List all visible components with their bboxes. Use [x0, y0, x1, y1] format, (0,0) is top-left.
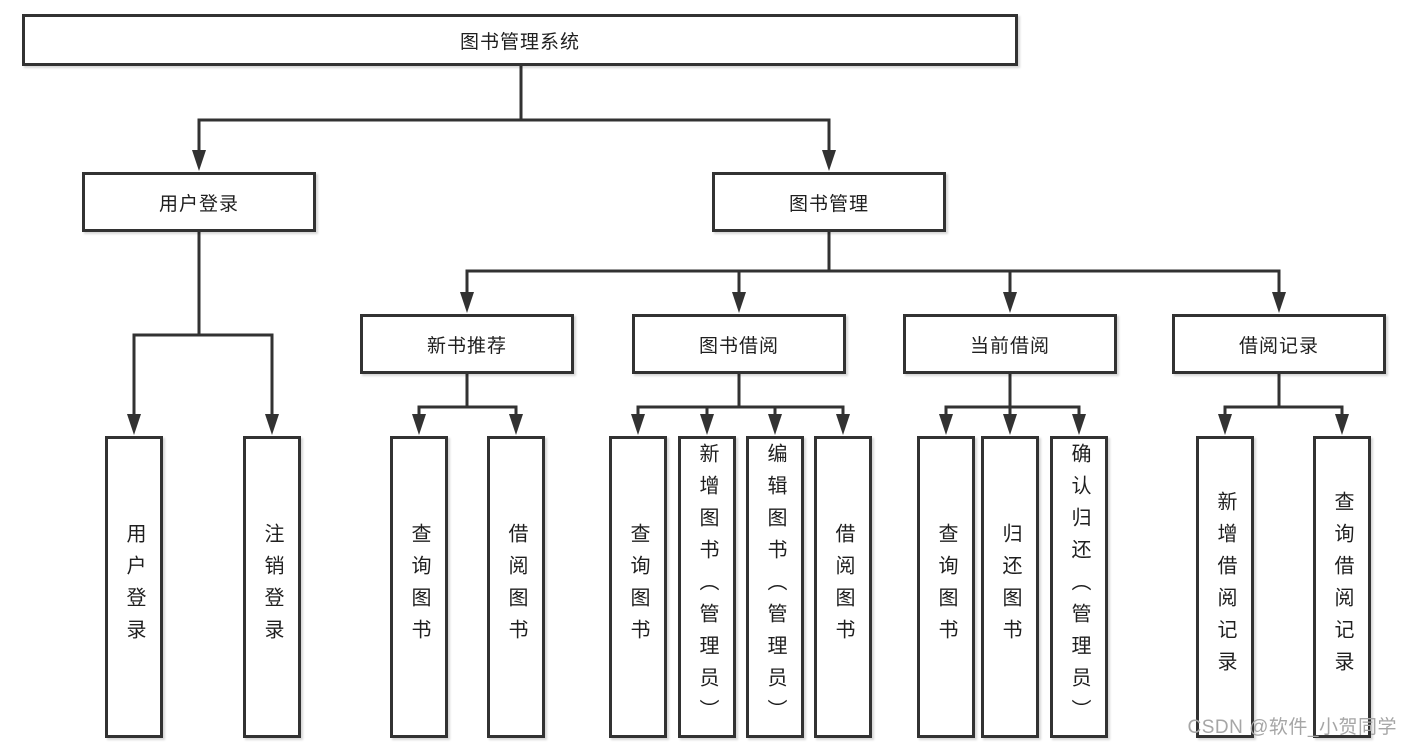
node-current-borrow: 当前借阅 — [903, 314, 1117, 374]
leaf-label: 新增借阅记录 — [1214, 491, 1236, 683]
leaf-query-book-2: 查询图书 — [609, 436, 667, 738]
leaf-label: 用户登录 — [123, 523, 145, 651]
leaf-borrow-book-1: 借阅图书 — [487, 436, 545, 738]
leaf-label: 新增图书（管理员） — [696, 443, 718, 731]
leaf-label: 查询图书 — [935, 523, 957, 651]
node-book-mgmt: 图书管理 — [712, 172, 946, 232]
leaf-edit-book-admin: 编辑图书（管理员） — [746, 436, 804, 738]
watermark: CSDN @软件_小贺同学 — [1187, 717, 1397, 738]
connector-new-rec-group — [412, 372, 523, 435]
leaf-return-book: 归还图书 — [981, 436, 1039, 738]
leaf-label: 归还图书 — [999, 523, 1021, 651]
node-new-book-rec: 新书推荐 — [360, 314, 574, 374]
connector-book-mgmt-group — [460, 230, 1286, 313]
leaf-query-borrow-record: 查询借阅记录 — [1313, 436, 1371, 738]
connector-user-login-group — [127, 230, 279, 435]
leaf-label: 借阅图书 — [505, 523, 527, 651]
leaf-query-book-1: 查询图书 — [390, 436, 448, 738]
node-borrow-records: 借阅记录 — [1172, 314, 1386, 374]
leaf-add-borrow-record: 新增借阅记录 — [1196, 436, 1254, 738]
node-book-borrow: 图书借阅 — [632, 314, 846, 374]
connector-book-borrow-group — [631, 372, 850, 435]
leaf-label: 确认归还（管理员） — [1068, 443, 1090, 731]
leaf-label: 编辑图书（管理员） — [764, 443, 786, 731]
leaf-label: 查询借阅记录 — [1331, 491, 1353, 683]
node-root: 图书管理系统 — [22, 14, 1018, 66]
leaf-query-book-3: 查询图书 — [917, 436, 975, 738]
leaf-label: 注销登录 — [261, 523, 283, 651]
leaf-borrow-book-2: 借阅图书 — [814, 436, 872, 738]
connector-root-to-level2 — [192, 64, 836, 171]
leaf-user-login: 用户登录 — [105, 436, 163, 738]
leaf-confirm-return-admin: 确认归还（管理员） — [1050, 436, 1108, 738]
connector-borrow-records-group — [1218, 372, 1349, 435]
leaf-add-book-admin: 新增图书（管理员） — [678, 436, 736, 738]
leaf-label: 查询图书 — [627, 523, 649, 651]
leaf-label: 查询图书 — [408, 523, 430, 651]
leaf-label: 借阅图书 — [832, 523, 854, 651]
leaf-logout: 注销登录 — [243, 436, 301, 738]
connector-current-borrow-group — [939, 372, 1086, 435]
node-user-login: 用户登录 — [82, 172, 316, 232]
